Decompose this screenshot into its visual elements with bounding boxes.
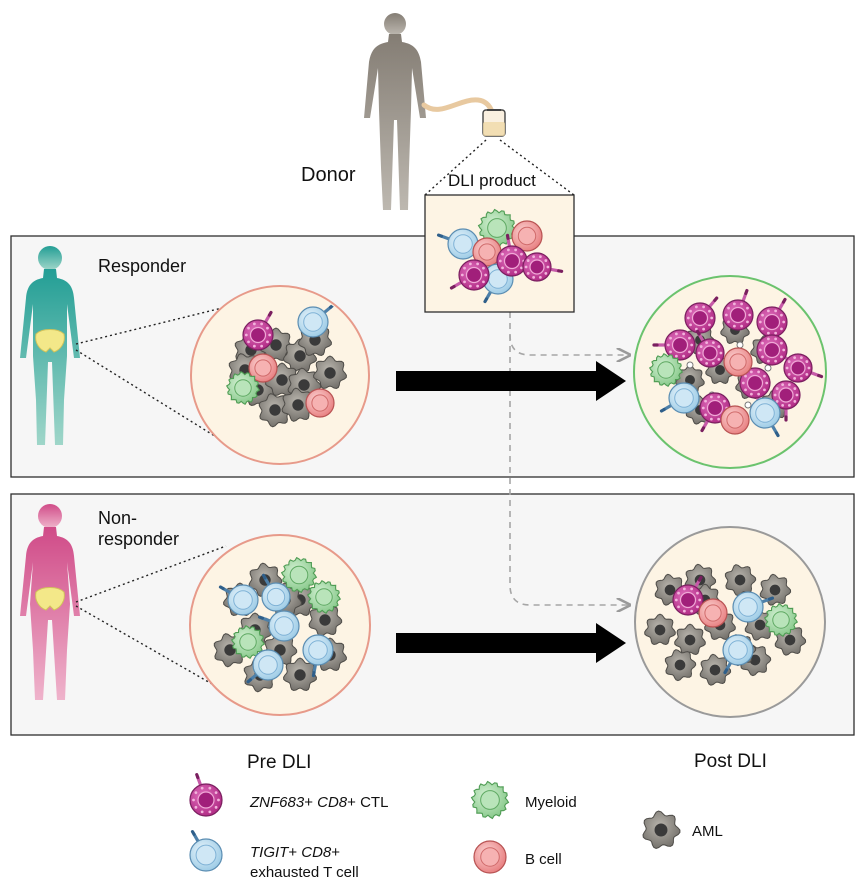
responder-pre-cells <box>225 303 347 428</box>
myeloid-cell <box>470 780 510 820</box>
legend-icons <box>189 773 681 874</box>
aml-cell <box>281 387 316 422</box>
nonresponder-pre-cells <box>213 556 347 693</box>
pre-dli-label: Pre DLI <box>247 752 311 773</box>
ctl-cell <box>496 233 528 277</box>
ctl-cell <box>783 353 824 383</box>
tigit-cell <box>261 573 291 612</box>
tigit-cell <box>436 228 479 260</box>
dli-product-label: DLI product <box>448 171 536 190</box>
nonresponder-progress-arrow <box>396 623 626 663</box>
aml-cell <box>644 613 676 646</box>
donor-figure <box>364 13 426 210</box>
legend-myeloid-label: Myeloid <box>525 794 577 811</box>
nonresponder-label-line2: responder <box>98 529 179 549</box>
aml-cell <box>674 623 706 656</box>
tigit-cell <box>302 634 334 678</box>
dli-to-nonresponder-arrow <box>509 335 628 605</box>
bcell-cell <box>698 598 728 628</box>
dli-zoom-line-left <box>424 139 487 196</box>
myeloid-cell <box>280 556 318 594</box>
tigit-cell <box>257 610 300 642</box>
bcell-cell <box>511 220 543 252</box>
responder-pelvis-icon <box>35 329 65 353</box>
legend-tigit-label-line2: exhausted T cell <box>250 864 359 881</box>
legend-ctl-label: ZNF683+ CD8+ CTL <box>249 794 388 811</box>
dli-zoom-line-right <box>499 139 575 196</box>
dli-bag-icon <box>482 109 506 137</box>
ctl-cell <box>242 310 274 351</box>
post-dli-label: Post DLI <box>694 751 767 772</box>
ctl-cell <box>684 296 719 334</box>
tigit-cell <box>659 382 700 414</box>
responder-figure <box>20 246 80 445</box>
nonresponder-pelvis-icon <box>35 587 65 611</box>
bcell-cell <box>723 347 753 377</box>
bcell-cell <box>473 840 507 874</box>
myeloid-cell <box>763 602 799 638</box>
tigit-cell <box>218 584 259 616</box>
responder-label: Responder <box>98 256 186 276</box>
donor-label: Donor <box>301 164 356 186</box>
nonresponder-figure <box>20 504 80 700</box>
legend-tigit-label: TIGIT+ CD8+ <box>250 844 340 861</box>
ctl-cell <box>449 259 490 291</box>
aml-cell <box>699 653 732 686</box>
ctl-cell <box>672 575 704 616</box>
bcell-cell <box>248 353 278 383</box>
dli-product-cells <box>436 208 564 304</box>
iv-tube <box>421 97 495 115</box>
bcell-cell <box>720 405 750 435</box>
responder-post-cells <box>648 288 824 438</box>
myeloid-cell <box>225 370 261 406</box>
tigit-cell <box>749 397 781 438</box>
tigit-cell <box>189 830 223 872</box>
nonresponder-post-cells <box>644 563 807 686</box>
ctl-cell <box>771 380 801 422</box>
ctl-cell <box>756 297 788 338</box>
legend-aml-label: AML <box>692 823 723 840</box>
nonresponder-label-line1: Non- <box>98 508 137 528</box>
responder-zoom-line-top <box>75 306 227 345</box>
nonresponder-zoom-line-bottom <box>75 605 227 693</box>
ctl-cell <box>722 288 754 331</box>
tigit-cell <box>246 649 284 684</box>
bcell-cell <box>472 237 502 267</box>
tigit-cell <box>732 591 775 623</box>
aml-cell <box>283 657 317 692</box>
responder-progress-arrow <box>396 361 626 401</box>
ctl-cell <box>189 773 223 817</box>
aml-cell <box>258 393 293 428</box>
aml-cell <box>313 355 347 390</box>
ctl-cell <box>652 329 696 361</box>
aml-cell <box>664 649 697 682</box>
nonresponder-zoom-line-top <box>75 545 227 603</box>
aml-cell <box>642 810 681 850</box>
ctl-cell <box>695 329 725 368</box>
bcell-cell <box>305 388 335 418</box>
ctl-cell <box>522 252 564 282</box>
myeloid-cell <box>648 352 684 388</box>
tigit-cell <box>297 303 335 338</box>
aml-cell <box>759 573 792 606</box>
myeloid-cell <box>306 579 342 615</box>
legend-bcell-label: B cell <box>525 851 562 868</box>
tigit-cell <box>722 634 754 675</box>
